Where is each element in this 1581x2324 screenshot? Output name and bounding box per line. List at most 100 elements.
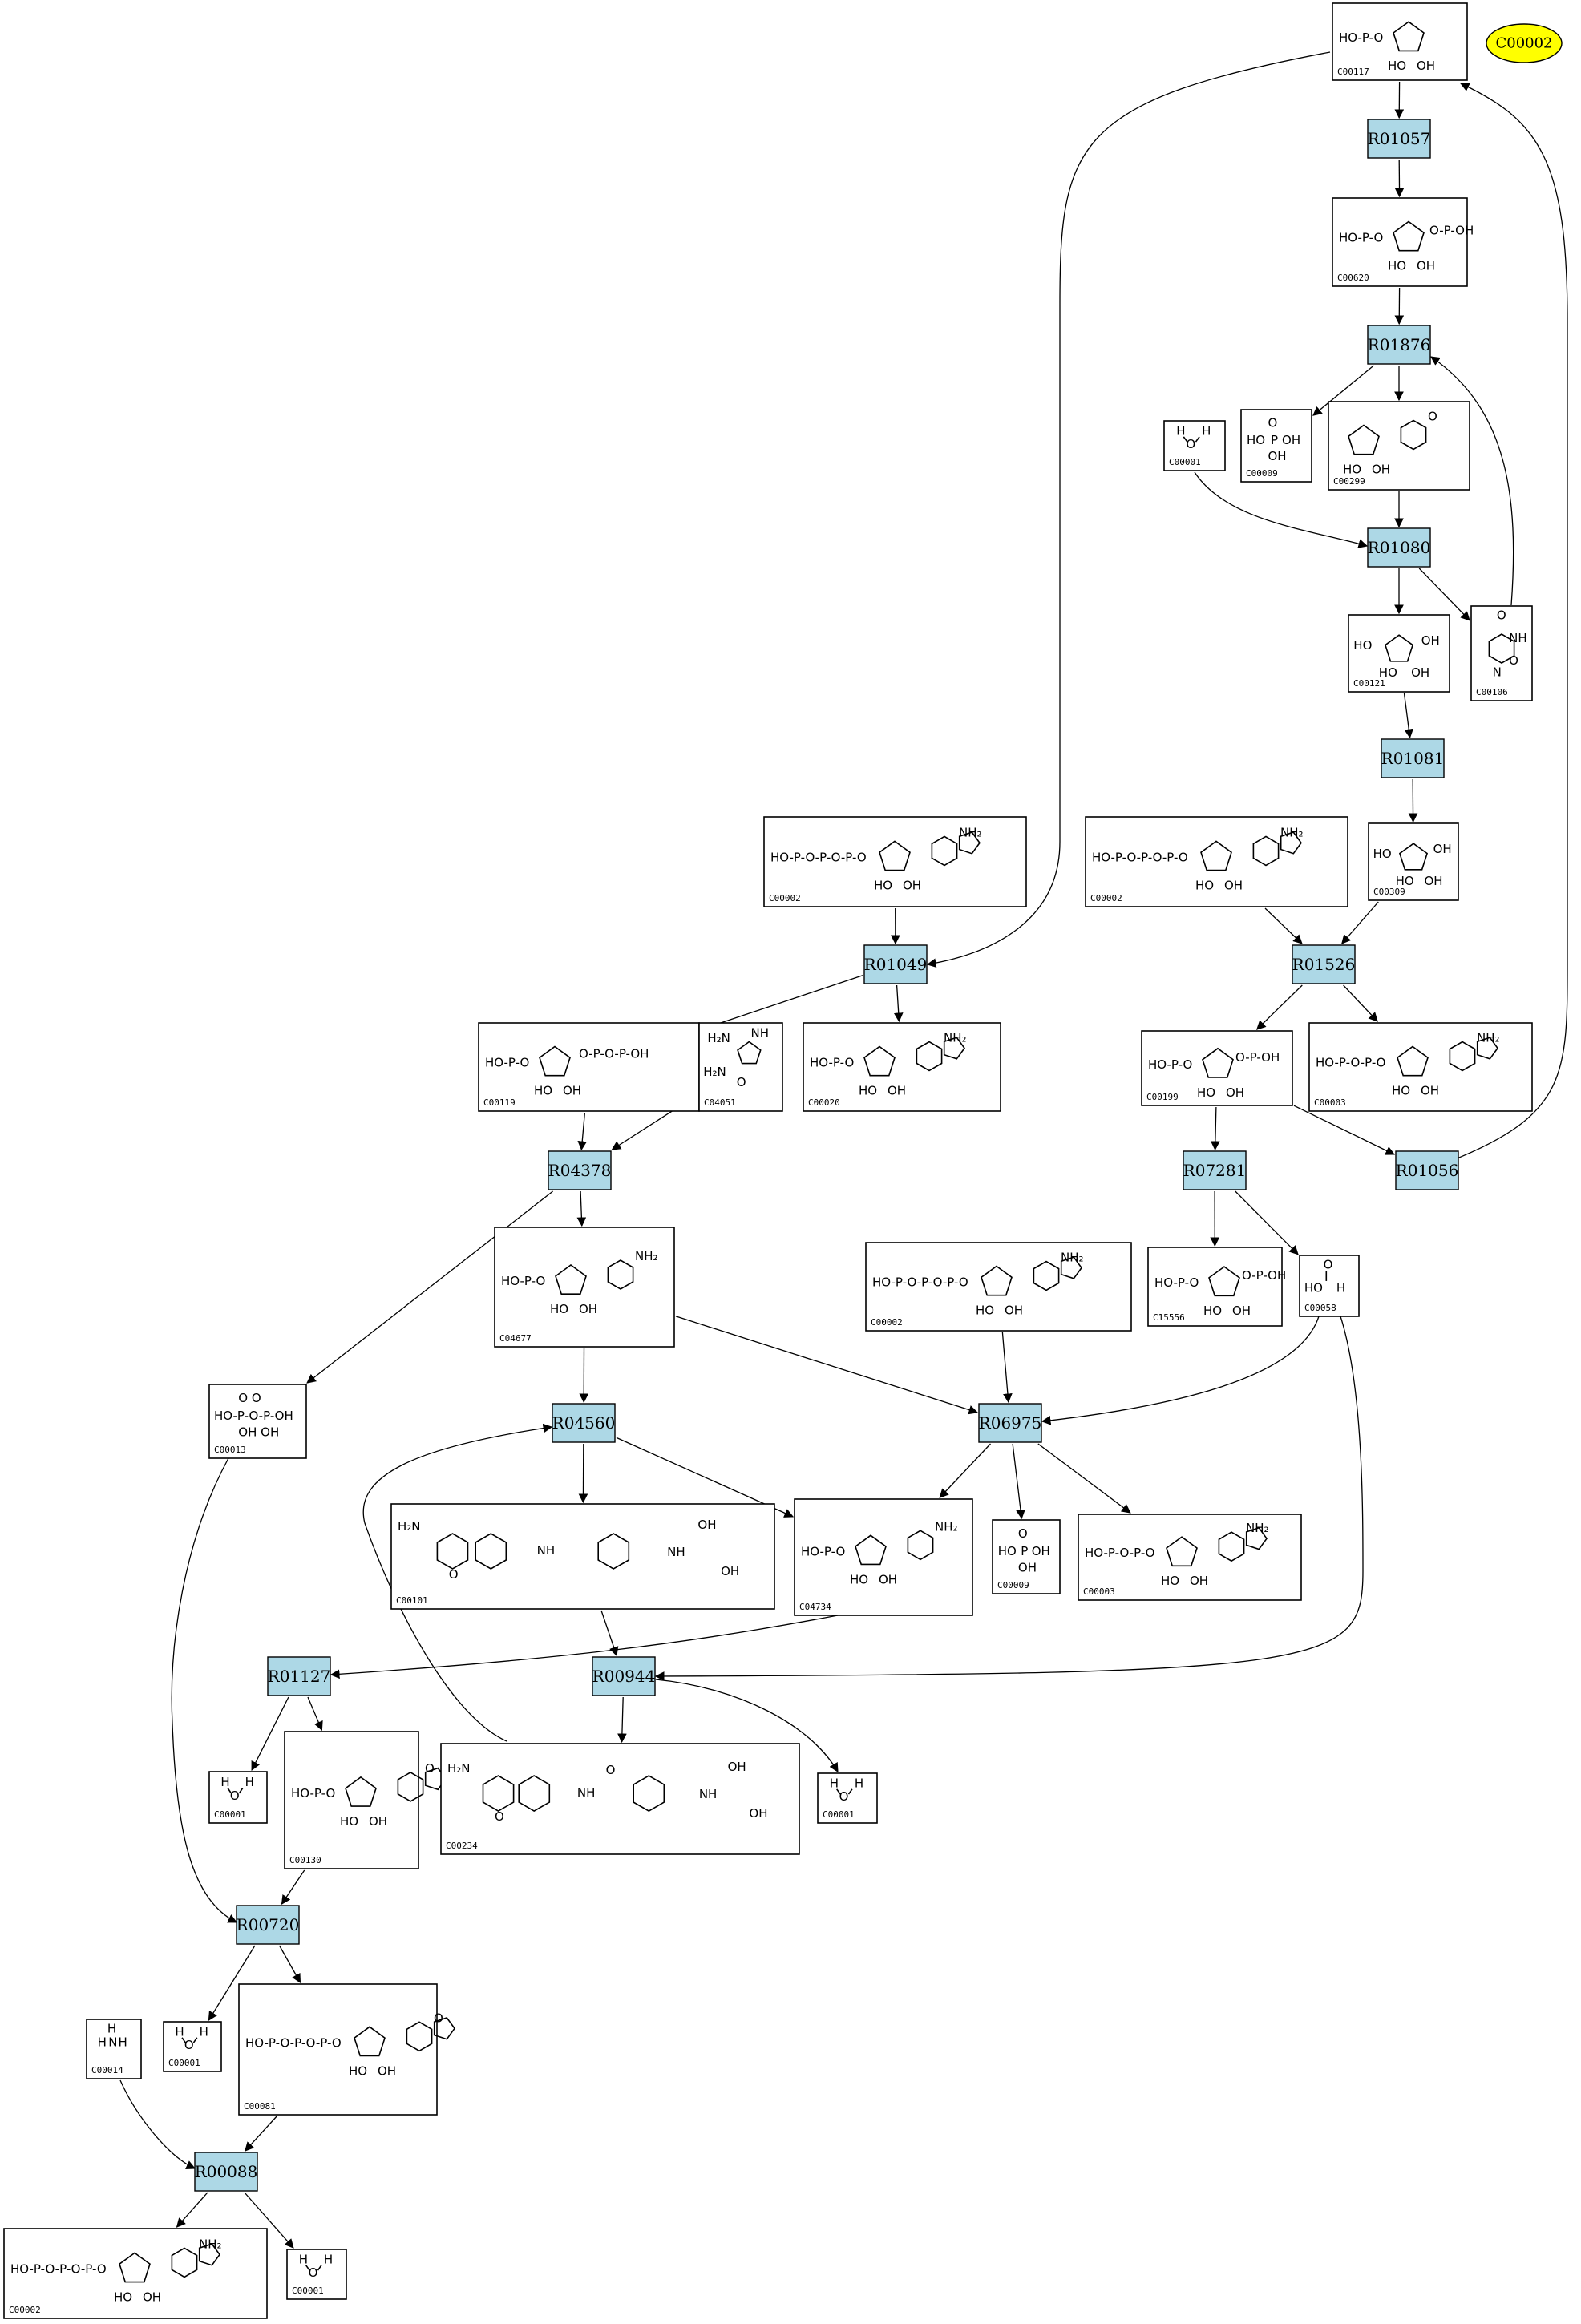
compound-box (494, 1227, 675, 1348)
reaction-r01526[interactable]: R01526 (1292, 944, 1356, 984)
svg-text:OH: OH (749, 1806, 767, 1821)
compound-id-label: C04734 (799, 1602, 831, 1612)
edge-R01056-to-c00117 (1450, 83, 1568, 1162)
edge-c04734-to-R01127 (330, 1615, 839, 1679)
edge-c00106-to-R01876 (1430, 356, 1514, 606)
reaction-r00088[interactable]: R00088 (194, 2152, 258, 2192)
svg-text:HO: HO (550, 1302, 568, 1316)
svg-text:OH: OH (1226, 1085, 1244, 1100)
svg-text:O-P-OH: O-P-OH (1235, 1050, 1280, 1065)
edge-c00002b-to-R01526 (1264, 907, 1303, 944)
compound-id-label: C00001 (823, 1809, 855, 1820)
reaction-r01057[interactable]: R01057 (1367, 119, 1431, 159)
compound-id-label: C00106 (1476, 687, 1508, 697)
reaction-r00944[interactable]: R00944 (592, 1656, 656, 1696)
svg-text:NH₂: NH₂ (1246, 1521, 1269, 1535)
reaction-r00720[interactable]: R00720 (236, 1905, 300, 1945)
compound-box (1078, 1514, 1302, 1601)
reaction-box (1183, 1150, 1247, 1190)
reaction-r01056[interactable]: R01056 (1395, 1150, 1459, 1190)
reaction-r01081[interactable]: R01081 (1381, 738, 1445, 778)
svg-text:NH₂: NH₂ (635, 1249, 658, 1263)
svg-text:OH: OH (1282, 433, 1300, 447)
reaction-id-label: R01127 (268, 1667, 331, 1686)
svg-text:HO-P-O-P-O-P-O: HO-P-O-P-O-P-O (245, 2035, 342, 2050)
compound-box (794, 1498, 973, 1616)
svg-text:OH: OH (1372, 463, 1390, 477)
reaction-r04560[interactable]: R04560 (552, 1403, 616, 1443)
svg-text:O: O (425, 1761, 435, 1776)
reaction-r01080[interactable]: R01080 (1367, 527, 1431, 568)
reaction-box (548, 1150, 612, 1190)
reaction-r04378[interactable]: R04378 (548, 1150, 612, 1190)
reaction-r06975[interactable]: R06975 (978, 1403, 1042, 1443)
svg-text:OH OH: OH OH (238, 1425, 279, 1439)
reaction-r01049[interactable]: R01049 (863, 944, 928, 984)
svg-text:OH: OH (728, 1760, 746, 1774)
highlight-compound-node[interactable]: C00002 (1486, 23, 1563, 63)
reaction-r01876[interactable]: R01876 (1367, 325, 1431, 365)
svg-text:O: O (449, 1567, 459, 1582)
reaction-r07281[interactable]: R07281 (1183, 1150, 1247, 1190)
compound-id-label: C00009 (1246, 468, 1278, 479)
edge-R00088-to-c00002d (176, 2192, 208, 2228)
svg-text:H: H (299, 2252, 308, 2266)
svg-text:O: O (1018, 1526, 1028, 1541)
svg-text:NH: NH (667, 1545, 685, 1559)
reaction-r01127[interactable]: R01127 (267, 1656, 331, 1696)
svg-text:OH: OH (1232, 1303, 1251, 1318)
compound-id-label: C00001 (214, 1809, 246, 1820)
edge-c00014-to-R00088 (119, 2079, 196, 2169)
edge-c00013-to-R00720 (171, 1457, 238, 1923)
svg-text:H: H (245, 1775, 254, 1789)
svg-text:NH: NH (699, 1787, 718, 1801)
edge-c00130-to-R00720 (281, 1869, 305, 1905)
svg-text:HO-P-O-P-O-P-O: HO-P-O-P-O-P-O (770, 850, 867, 864)
svg-text:OH: OH (563, 1084, 581, 1098)
edge-R01127-to-c00130 (307, 1696, 323, 1732)
compound-box (208, 1771, 268, 1824)
svg-text:O O: O O (238, 1391, 261, 1405)
svg-text:HO-P-O-P-O-P-O: HO-P-O-P-O-P-O (10, 2261, 107, 2276)
reaction-box (267, 1656, 331, 1696)
